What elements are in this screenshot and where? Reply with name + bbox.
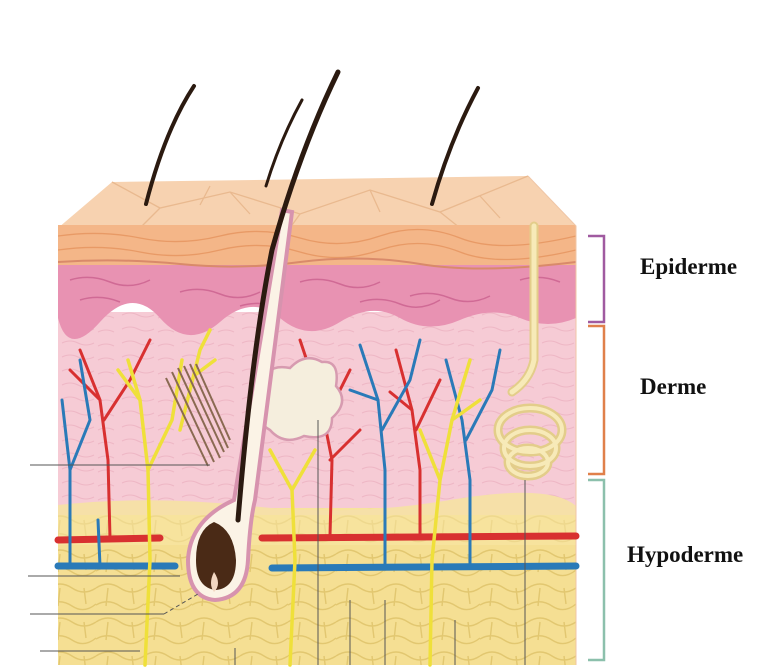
dermis-bracket (588, 326, 604, 474)
label-epidermis: Epiderme (640, 254, 737, 280)
skin-top-surface (58, 176, 576, 228)
epidermis-bracket (588, 236, 604, 322)
hypodermis-bracket (588, 480, 604, 660)
label-hypodermis: Hypoderme (627, 542, 743, 568)
layer-brackets (588, 236, 604, 660)
label-dermis: Derme (640, 374, 706, 400)
